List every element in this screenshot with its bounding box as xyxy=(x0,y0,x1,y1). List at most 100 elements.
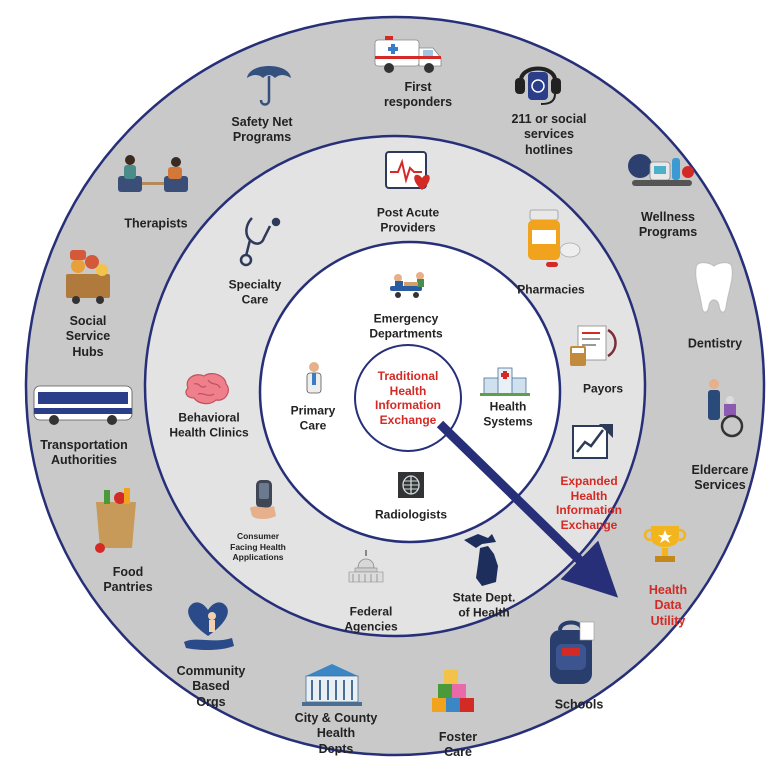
label-line: Health xyxy=(489,399,527,414)
label-line: Care xyxy=(299,418,327,432)
hospital-building-icon xyxy=(480,367,530,396)
heart-monitor-icon xyxy=(385,151,430,190)
schools-label: Schools xyxy=(555,697,604,712)
label-line: Federal xyxy=(349,604,393,619)
wellness-items-icon xyxy=(628,154,694,186)
pharmacies-label: Pharmacies xyxy=(517,283,584,298)
center-line: Health xyxy=(389,383,427,398)
food-cart-icon xyxy=(66,250,110,304)
xray-icon xyxy=(398,472,424,498)
label-line: Programs xyxy=(638,225,698,239)
label-line: Dentistry xyxy=(687,336,743,351)
label-line: Wellness xyxy=(641,209,695,224)
label-line: Systems xyxy=(483,414,533,428)
payors-label: Payors xyxy=(583,382,623,397)
label-line: Facing Health xyxy=(230,541,286,552)
center-line: Exchange xyxy=(379,412,437,427)
brain-icon xyxy=(185,372,229,405)
heart-hand-icon xyxy=(184,602,234,650)
label-line: Service xyxy=(65,329,111,344)
label-line: Information xyxy=(556,503,622,517)
label-line: Utility xyxy=(650,613,686,628)
label-line: Foster xyxy=(438,729,478,744)
label-line: Pharmacies xyxy=(517,282,585,297)
label-line: 211 or social xyxy=(511,112,587,127)
label-line: State Dept. xyxy=(452,590,516,605)
therapy-session-icon xyxy=(118,155,188,192)
label-line: Departments xyxy=(369,326,443,340)
label-line: Eldercare xyxy=(691,462,749,477)
label-line: Therapists xyxy=(124,216,188,231)
ambulance-stretcher-icon xyxy=(390,272,424,298)
label-line: Expanded xyxy=(560,473,618,488)
label-line: Radiologists xyxy=(374,507,448,522)
label-line: City & County xyxy=(294,711,378,726)
label-line: Services xyxy=(694,478,746,492)
label-line: Care xyxy=(444,745,472,759)
ambulance-icon xyxy=(374,36,442,73)
center-line: Traditional xyxy=(377,368,439,383)
label-line: Consumer xyxy=(236,531,280,542)
bus-icon xyxy=(33,385,133,425)
label-line: Emergency xyxy=(373,311,439,326)
label-line: Schools xyxy=(554,697,604,712)
radiologists-label: Radiologists xyxy=(375,508,447,523)
headset-phone-icon xyxy=(515,66,561,105)
label-line: Social xyxy=(69,314,107,329)
doctor-icon xyxy=(306,362,322,394)
center-circle xyxy=(354,344,462,452)
label-line: Post Acute xyxy=(376,205,440,220)
pill-bottle-icon xyxy=(528,209,581,267)
label-line: Primary xyxy=(290,403,336,418)
dentistry-label: Dentistry xyxy=(688,336,742,351)
label-line: of Health xyxy=(458,605,510,619)
label-line: services xyxy=(523,127,575,142)
label-line: hotlines xyxy=(525,142,573,157)
center-label: Traditional Health Information Exchange xyxy=(375,369,441,428)
wheelchair-icon xyxy=(708,379,744,438)
label-line: First xyxy=(404,79,432,94)
tooth-icon xyxy=(695,261,733,313)
label-line: Based xyxy=(192,679,230,694)
stethoscope-icon xyxy=(239,217,281,267)
therapists-label: Therapists xyxy=(124,216,187,231)
label-line: Pantries xyxy=(103,580,153,594)
state-dept-health-label: State Dept.of Health xyxy=(453,590,516,619)
label-line: responders xyxy=(383,95,453,109)
growth-chart-icon xyxy=(572,424,613,459)
label-line: Health Clinics xyxy=(169,425,249,439)
center-line: Information xyxy=(375,398,441,412)
label-line: Food xyxy=(112,564,144,579)
label-line: Exchange xyxy=(560,517,618,532)
label-line: Data xyxy=(654,598,682,613)
label-line: Safety Net xyxy=(231,114,293,129)
label-line: Health xyxy=(570,488,608,503)
label-line: Authorities xyxy=(51,453,117,467)
label-line: Agencies xyxy=(344,619,398,633)
backpack-icon xyxy=(550,620,595,684)
label-line: Orgs xyxy=(196,694,226,709)
michigan-map-icon xyxy=(464,534,498,586)
trophy-icon xyxy=(643,526,687,562)
label-line: Programs xyxy=(232,130,292,144)
